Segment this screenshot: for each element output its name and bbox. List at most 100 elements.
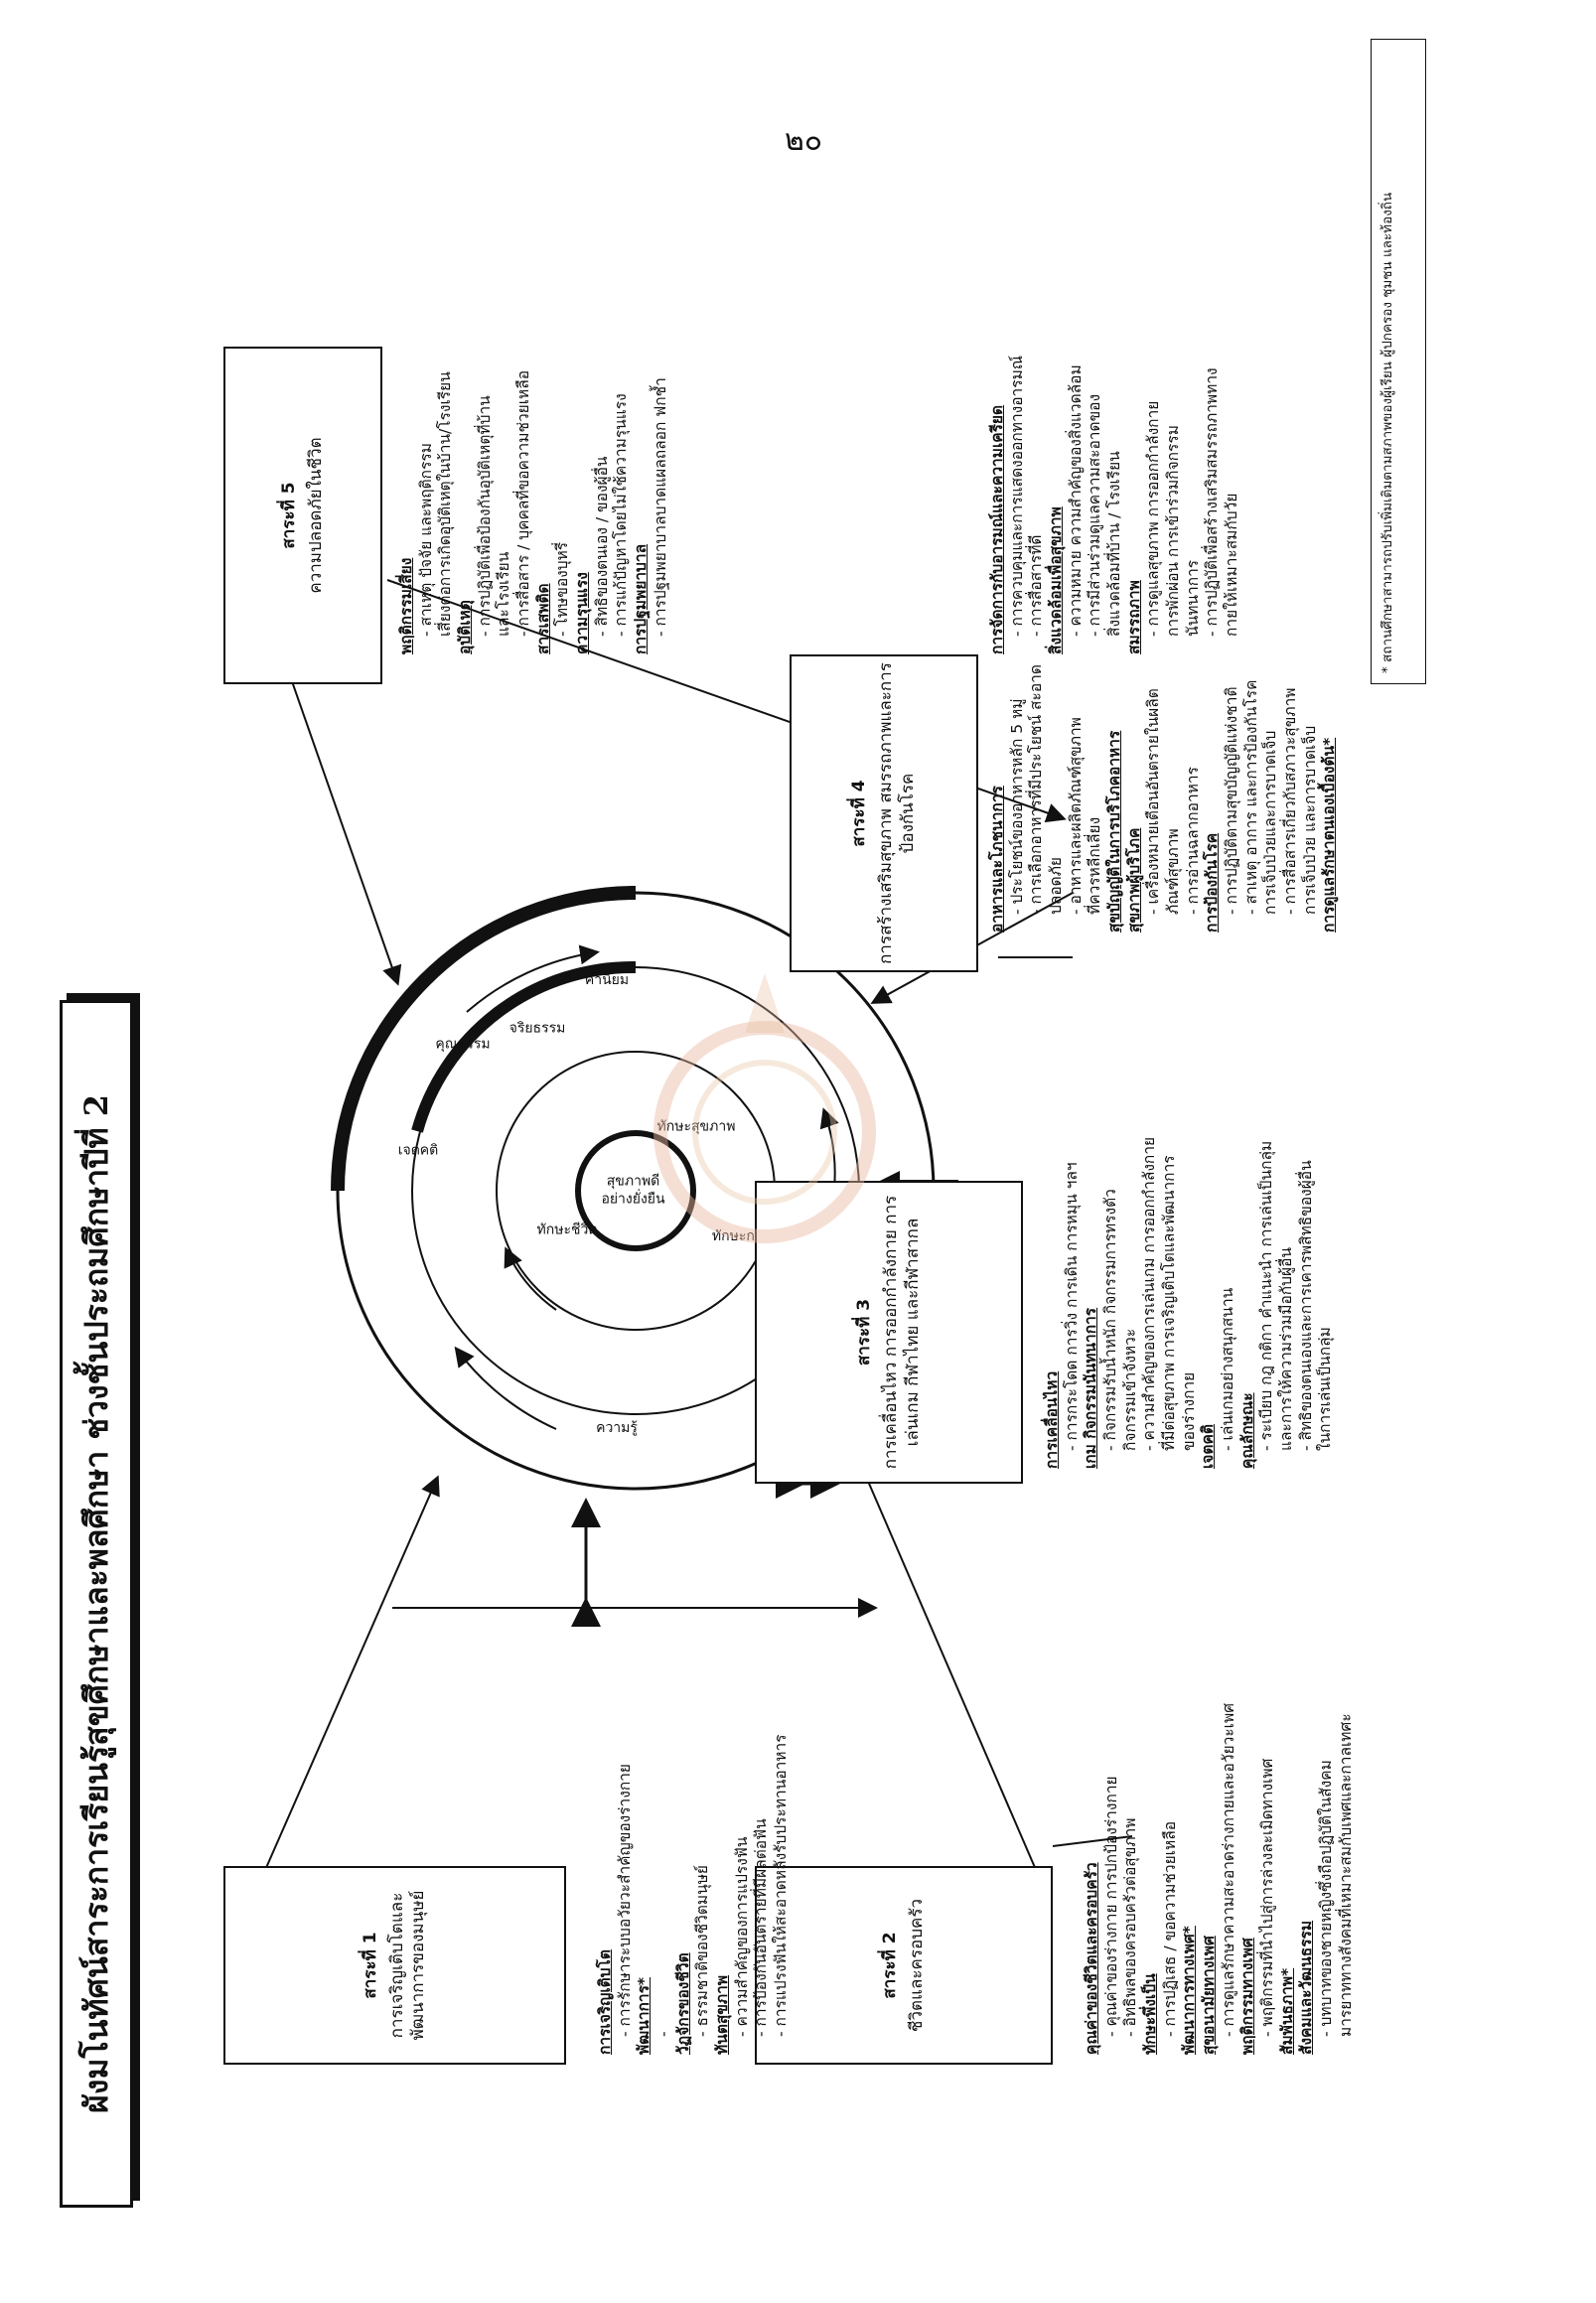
s3-topic-item: คุณลักษณะ: [1237, 1392, 1256, 1469]
s4-topic-item: การป้องกันโรค: [1203, 832, 1222, 933]
s2-topic-item: - พฤติกรรมที่นำไปสู่การล่วงละเมิดทางเพศ: [1258, 1758, 1277, 2037]
strand-2-topics: คุณค่าของชีวิตและครอบครัว- คุณค่าของร่าง…: [1083, 1703, 1356, 2055]
s1-topic-item: - ธรรมชาติของชีวิตมนุษย์: [693, 1864, 712, 2037]
s2-topic-item: พฤติกรรมทางเพศ: [1238, 1938, 1257, 2055]
s4-topic-item: - สาเหตุ อาการ และการป้องกันโรค: [1241, 679, 1260, 916]
ring-label-knowledge: ความรู้: [596, 1420, 638, 1437]
s4-topic-item: สุขบัญญัติในการบริโภคอาหาร: [1105, 730, 1124, 933]
s3-topic-item: เจตคติ: [1199, 1424, 1218, 1469]
s5-topic-item: พฤติกรรมเสี่ยง: [397, 557, 415, 654]
s4-topic-item: - การอ่านฉลากอาหาร: [1183, 767, 1202, 915]
s5-topic-item: เสี่ยงต่อการเกิดอุบัติเหตุในบ้าน/โรงเรีย…: [436, 371, 455, 637]
s3-topic-item: ของร่างกาย: [1179, 1371, 1198, 1451]
s5-topic-item: การปฐมพยาบาล: [632, 543, 651, 654]
s4-topic-item: การดูแลรักษาตนเองเบื้องต้น*: [1320, 737, 1339, 933]
s2-topic-item: - การดูแลรักษาความสะอาดร่างกายและอวัยวะเ…: [1219, 1702, 1237, 2037]
s4b-topic-item: สมรรถภาพ: [1124, 580, 1143, 654]
s3-topic-item: - สิทธิของตนเองและการเคารพสิทธิของผู้อื่…: [1296, 1160, 1315, 1451]
watermark-emblem: [653, 973, 876, 1243]
s4-topic-item: - การสื่อสารเกี่ยวกับสภาวะสุขภาพ: [1281, 687, 1300, 916]
s4b-topic-item: การพักผ่อน การเข้าร่วมกิจกรรม: [1164, 425, 1183, 637]
s1-topic-item: วัฏจักรของชีวิต: [673, 1952, 692, 2055]
s5-topic-item: ความรุนแรง: [573, 572, 592, 654]
s4b-topic-item: - การสื่อสารที่ดี: [1027, 534, 1046, 637]
s4-topic-item: ปลอดภัย: [1047, 856, 1066, 915]
strand-4-box: สาระที่ 4 การสร้างเสริมสุขภาพ สมรรถภาพแล…: [790, 654, 978, 972]
s4-topic-item: - การปฏิบัติตามสุขบัญญัติแห่งชาติ: [1223, 686, 1241, 915]
s2-topic-item: มารยาททางสังคมที่เหมาะสมกับเพศและกาลเทศะ: [1336, 1713, 1355, 2037]
ring-label-attitude: เจตคติ: [397, 1142, 439, 1159]
s3-topic-item: ในการเล่นเป็นกลุ่ม: [1316, 1327, 1335, 1451]
s2-topic-item: - คุณค่าของร่างกาย การปกป้องร่างกาย: [1101, 1776, 1120, 2037]
footnote: * สถานศึกษาสามารถปรับเพิ่มเติมตามสภาพของ…: [1371, 39, 1426, 684]
s4-topic-item: - การเลือกอาหารที่มีประโยชน์ สะอาด: [1027, 664, 1046, 915]
strand-1-box: สาระที่ 1 การเจริญเติบโตและพัฒนาการของมน…: [223, 1866, 566, 2065]
s3-topic-item: - การกระโดด การวิ่ง การเดิน การหมุน ฯลฯ: [1062, 1162, 1081, 1451]
s3-topic-item: ที่มีต่อสุขภาพ การเจริญเติบโตและพัฒนาการ: [1160, 1155, 1179, 1451]
s2-topic-item: - อิทธิพลของครอบครัวต่อสุขภาพ: [1121, 1817, 1140, 2037]
s1-topic-item: ทันตสุขภาพ: [713, 1974, 732, 2055]
strand-5-box: สาระที่ 5 ความปลอดภัยในชีวิต: [223, 347, 382, 684]
s4b-topic-item: - การควบคุมและการแสดงออกทางอารมณ์: [1007, 355, 1026, 637]
s3-topic-item: - ความสำคัญของการเล่นเกม การออกกำลังกาย: [1140, 1136, 1159, 1451]
ring-label-morality: คุณธรรม: [435, 1036, 491, 1053]
ring-label-values: ค่านิยม: [584, 971, 630, 988]
strand-2-box: สาระที่ 2 ชีวิตและครอบครัว: [755, 1866, 1053, 2065]
s1-topic-item: - การรักษาระบบอวัยวะสำคัญของร่างกาย: [615, 1764, 634, 2037]
strand-4-subtitle: การสร้างเสริมสุขภาพ สมรรถภาพและการป้องกั…: [876, 662, 918, 964]
strand-1-title: สาระที่ 1: [360, 1932, 380, 1999]
s5-topic-item: อุบัติเหตุ: [456, 600, 475, 654]
s3-topic-item: เกม กิจกรรมนันทนาการ: [1082, 1307, 1100, 1469]
s4-topic-item: ภัณฑ์สุขภาพ: [1164, 828, 1183, 915]
s4-topic-item: - อาหารและผลิตภัณฑ์สุขภาพ: [1066, 717, 1085, 915]
s4b-topic-item: - การปฏิบัติเพื่อสร้างเสริมสมรรถภาพทาง: [1203, 367, 1222, 637]
s5-topic-item: - โทษของบุหรี่: [553, 541, 572, 637]
s2-topic-item: สัมพันธภาพ*: [1277, 1967, 1296, 2055]
s4b-topic-item: กายให้เหมาะสมกับวัย: [1223, 493, 1241, 637]
s4b-topic-item: สิ่งแวดล้อมที่บ้าน / โรงเรียน: [1105, 451, 1124, 637]
s4-topic-item: - เครื่องหมายเตือนอันตรายในผลิต: [1144, 688, 1163, 915]
strand-5-subtitle: ความปลอดภัยในชีวิต: [306, 437, 326, 594]
s1-topic-item: พัฒนาการ*: [635, 1976, 653, 2055]
s5-topic-item: สารเสพติด: [533, 583, 552, 654]
core-circle: [575, 1130, 696, 1251]
strand-2-title: สาระที่ 2: [879, 1932, 900, 1999]
s4b-topic-item: - การดูแลสุขภาพ การออกกำลังกาย: [1144, 400, 1163, 637]
s3-topic-item: การเคลื่อนไหว: [1043, 1370, 1061, 1469]
s1-topic-item: -: [654, 2031, 673, 2037]
s1-topic-item: - การแปรงฟันให้สะอาดหลังรับประทานอาหาร: [772, 1734, 791, 2037]
strand-2-subtitle: ชีวิตและครอบครัว: [907, 1898, 927, 2033]
strand-5-topics: พฤติกรรมเสี่ยง- สาเหตุ ปัจจัย และพฤติกรร…: [397, 370, 670, 654]
strand-4-topics: อาหารและโภชนาการ- ประโยชน์ของอาหารหลัก 5…: [988, 664, 1340, 933]
s4-topic-item: สุขภาพผู้บริโภค: [1124, 827, 1143, 933]
s3-topic-item: - ระเบียบ กฎ กติกา คำแนะนำ การเล่นเป็นกล…: [1257, 1140, 1276, 1451]
s5-topic-item: - การปฐมพยาบาลบาดแผลถลอก ฟกช้ำ: [651, 377, 669, 637]
s2-topic-item: สุขอนามัยทางเพศ: [1200, 1936, 1219, 2055]
s2-topic-item: คุณค่าของชีวิตและครอบครัว: [1083, 1862, 1100, 2055]
s3-topic-item: กิจกรรมเข้าจังหวะ: [1120, 1328, 1139, 1451]
page-number: ๒๐: [785, 123, 823, 158]
s5-topic-item: และโรงเรียน: [495, 551, 513, 637]
s4-topic-item: การเจ็บป่วย และการบาดเจ็บ: [1300, 725, 1319, 915]
s3-topic-item: - เล่นเกมอย่างสนุกสนาน: [1219, 1287, 1237, 1451]
s1-topic-item: การเจริญเติบโต: [596, 1949, 614, 2055]
ring-label-ethics: จริยธรรม: [508, 1020, 566, 1037]
ring-label-life-skills: ทักษะชีวิต: [536, 1222, 598, 1238]
s1-topic-item: - การป้องกันอันตรายที่มีผลต่อฟัน: [752, 1818, 771, 2037]
s4b-topic-item: - การมีส่วนร่วมดูแลความสะอาดของ: [1086, 393, 1104, 637]
s3-topic-item: และการให้ความร่วมมือกับผู้อื่น: [1277, 1247, 1296, 1451]
s4b-topic-item: นันทนาการ: [1183, 559, 1202, 637]
s3-topic-item: - กิจกรรมรับน้ำหนัก กิจกรรมการทรงตัว: [1101, 1189, 1120, 1451]
s4-topic-item: การเจ็บป่วยและการบาดเจ็บ: [1261, 730, 1280, 915]
s5-topic-item: - สาเหตุ ปัจจัย และพฤติกรรม: [416, 443, 435, 637]
s2-topic-item: - บทบาทของชายหญิงซึ่งถือปฏิบัติในสังคม: [1317, 1760, 1336, 2037]
s5-topic-item: - การแก้ปัญหาโดยไม่ใช้ความรุนแรง: [612, 393, 631, 637]
s2-topic-item: พัฒนาการทางเพศ*: [1180, 1926, 1199, 2055]
s1-topic-item: - ความสำคัญของการแปรงฟัน: [732, 1836, 751, 2037]
s4-topic-item: - ประโยชน์ของอาหารหลัก 5 หมู่: [1007, 698, 1026, 915]
s4b-topic-item: - ความหมาย ความสำคัญของสิ่งแวดล้อม: [1066, 364, 1085, 637]
strand-4-title: สาระที่ 4: [849, 780, 870, 847]
s4b-topic-item: สิ่งแวดล้อมเพื่อสุขภาพ: [1047, 506, 1066, 654]
strand-4-topics-continued: การจัดการกับอารมณ์และความเครียด- การควบค…: [988, 356, 1242, 654]
